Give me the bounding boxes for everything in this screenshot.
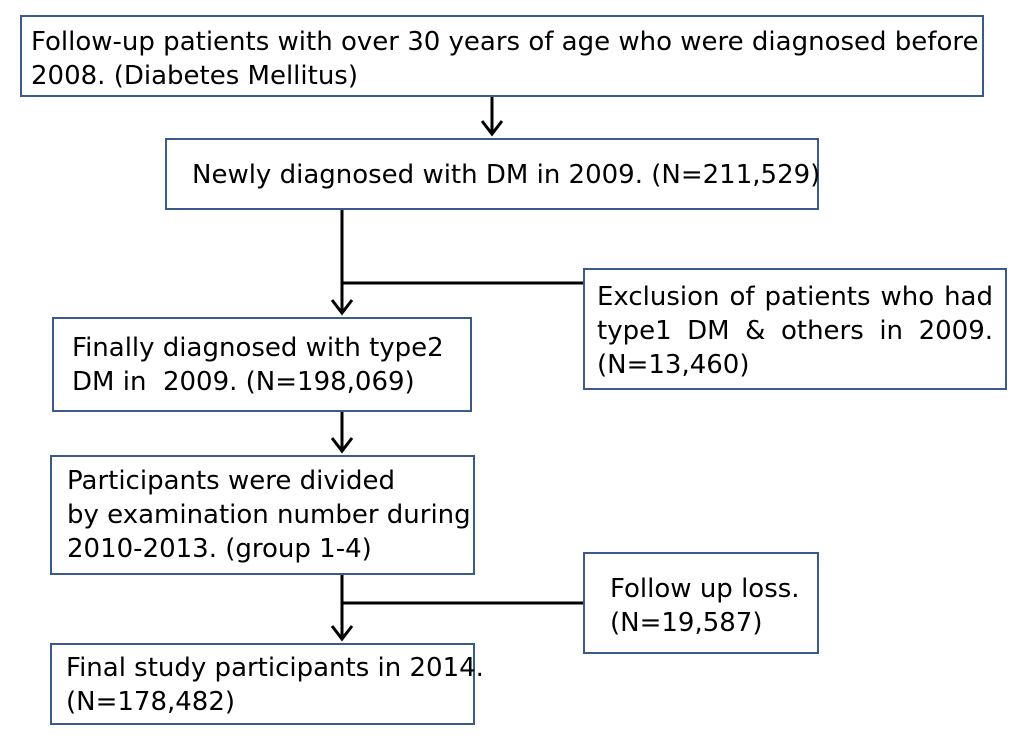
step-final-box: Final study participants in 2014. (N=178… <box>50 643 484 725</box>
exclusion-line-2: type1 DM & others in 2009. <box>597 316 993 346</box>
exclusion-line-1: Exclusion of patients who had <box>597 282 993 312</box>
followup-loss-box: Follow up loss. (N=19,587) <box>583 552 819 654</box>
followup-loss-line-1: Follow up loss. <box>610 574 800 604</box>
followup-loss-line-2: (N=19,587) <box>610 608 763 638</box>
step-type2-box: Finally diagnosed with type2 DM in 2009.… <box>52 317 472 412</box>
step-newly-diagnosed-box: Newly diagnosed with DM in 2009. (N=211,… <box>165 138 821 210</box>
step-final-line-2: (N=178,482) <box>66 687 236 717</box>
arrowhead-newly-to-type2 <box>330 299 354 316</box>
step-divided-line-1: Participants were divided <box>67 466 395 496</box>
step-divided-line-3: 2010-2013. (group 1-4) <box>67 534 372 564</box>
step-final-line-1: Final study participants in 2014. <box>66 653 484 683</box>
arrowhead-divided-to-final <box>330 625 354 642</box>
step-type2-line-2: DM in 2009. (N=198,069) <box>72 367 415 397</box>
step-followup-box: Follow-up patients with over 30 years of… <box>20 15 984 97</box>
arrowhead-type2-to-divided <box>330 437 354 454</box>
arrowhead-followup-to-newly <box>480 120 504 137</box>
exclusion-box: Exclusion of patients who had type1 DM &… <box>583 268 1007 390</box>
step-newly-diagnosed-line-1: Newly diagnosed with DM in 2009. (N=211,… <box>192 160 821 190</box>
exclusion-line-3: (N=13,460) <box>597 350 750 380</box>
step-followup-line-1: Follow-up patients with over 30 years of… <box>31 27 979 57</box>
step-divided-box: Participants were divided by examination… <box>50 455 475 575</box>
step-followup-line-2: 2008. (Diabetes Mellitus) <box>31 61 358 91</box>
step-type2-line-1: Finally diagnosed with type2 <box>72 333 444 363</box>
step-divided-line-2: by examination number during <box>67 500 471 530</box>
